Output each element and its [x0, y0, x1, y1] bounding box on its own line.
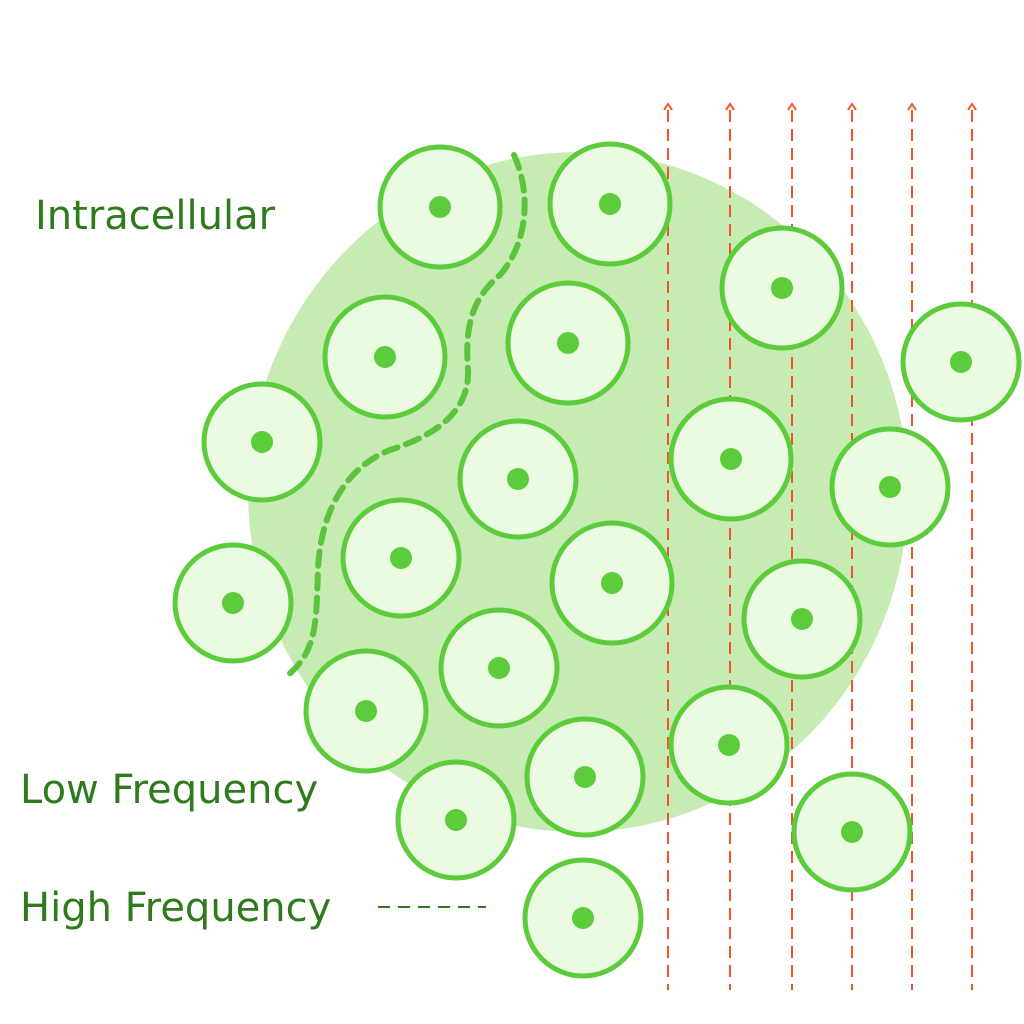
cell — [303, 648, 429, 774]
cell — [505, 280, 631, 406]
high-frequency-label: High Frequency — [20, 885, 332, 931]
cell-nucleus — [720, 448, 742, 470]
cell-nucleus — [222, 592, 244, 614]
arrow-up-icon — [725, 102, 735, 111]
cell — [668, 684, 790, 806]
cell-nucleus — [950, 351, 972, 373]
cell — [791, 771, 913, 893]
cell — [172, 542, 294, 664]
cell-nucleus — [488, 657, 510, 679]
cell-nucleus — [601, 572, 623, 594]
cell — [395, 759, 517, 881]
cell — [741, 558, 863, 680]
high-frequency-current-lines — [663, 102, 977, 990]
cell-nucleus — [445, 809, 467, 831]
cell-nucleus — [390, 547, 412, 569]
cell — [524, 716, 646, 838]
cell-nucleus — [718, 734, 740, 756]
cell-nucleus — [557, 332, 579, 354]
cell — [719, 225, 845, 351]
arrow-up-icon — [663, 102, 673, 111]
cell-nucleus — [572, 907, 594, 929]
cell-nucleus — [355, 700, 377, 722]
arrow-up-icon — [907, 102, 917, 111]
cell — [201, 381, 323, 503]
arrow-up-icon — [967, 102, 977, 111]
arrow-up-icon — [787, 102, 797, 111]
cell — [340, 497, 462, 619]
cell-nucleus — [599, 193, 621, 215]
cell — [829, 426, 951, 548]
cell-nucleus — [879, 476, 901, 498]
cell — [900, 301, 1022, 423]
cell — [668, 396, 794, 522]
cell-nucleus — [771, 277, 793, 299]
cell — [322, 294, 448, 420]
cell-nucleus — [251, 431, 273, 453]
cell — [549, 520, 675, 646]
cell — [522, 857, 644, 979]
cell-nucleus — [791, 608, 813, 630]
cell — [547, 141, 673, 267]
cell-nucleus — [507, 468, 529, 490]
cells — [172, 141, 1022, 979]
cell — [457, 418, 579, 540]
cell-nucleus — [574, 766, 596, 788]
low-frequency-current-path — [285, 152, 528, 678]
cell-nucleus — [429, 196, 451, 218]
arrow-up-icon — [847, 102, 857, 111]
cell-nucleus — [841, 821, 863, 843]
cell — [438, 607, 560, 729]
cell — [377, 144, 503, 270]
intracellular-label: Intracellular — [35, 193, 276, 239]
low-frequency-label: Low Frequency — [20, 767, 319, 813]
cell-nucleus — [374, 346, 396, 368]
